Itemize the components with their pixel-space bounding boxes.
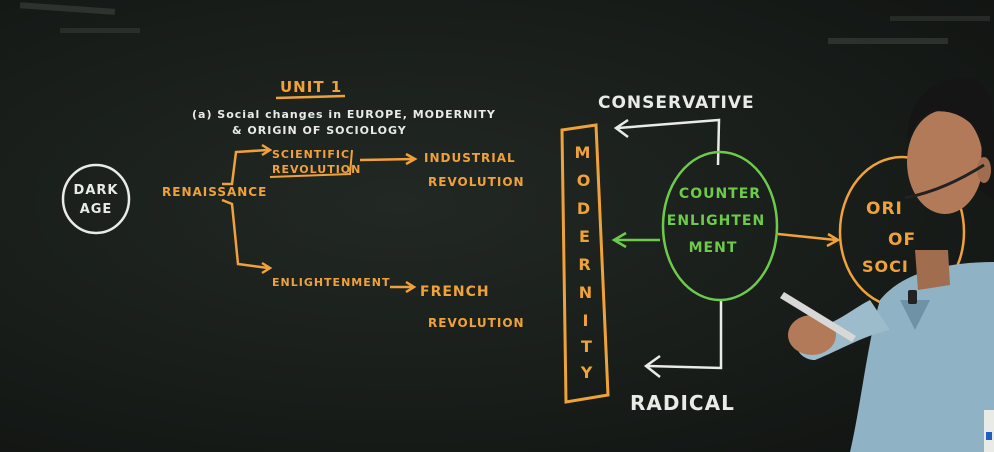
presenter	[780, 77, 994, 452]
modernity-letter-5: R	[578, 255, 591, 274]
modernity-letter-6: N	[579, 283, 593, 302]
dark-age-line1: DARK	[74, 183, 119, 198]
renaissance-branches	[221, 143, 273, 275]
scientific-line2: REVOLUTION	[272, 163, 361, 176]
origin-line2: OF	[888, 230, 916, 250]
light-reflections	[19, 2, 990, 44]
counter-line1: COUNTER	[679, 186, 761, 202]
counter-enlightenment-node: COUNTER ENLIGHTEN MENT	[661, 150, 779, 302]
arrow-to-origin	[777, 232, 841, 248]
enlightenment-label: ENLIGHTENMENT	[272, 276, 390, 289]
modernity-letter-8: T	[581, 337, 593, 356]
french-line1: FRENCH	[420, 284, 490, 300]
radical-label: RADICAL	[630, 391, 735, 415]
conservative-arrow	[613, 118, 721, 166]
subtitle-line1: (a) Social changes in EUROPE, MODERNITY	[192, 108, 496, 121]
modernity-letter-4: E	[579, 227, 591, 246]
scientific-line1: SCIENTIFIC	[272, 148, 350, 161]
counter-line3: MENT	[689, 240, 738, 256]
modernity-letter-1: M	[575, 143, 592, 162]
origin-line3: SOCI	[862, 257, 909, 276]
unit-heading: UNIT 1	[280, 78, 342, 96]
arrow-to-modernity	[611, 231, 660, 249]
conservative-label: CONSERVATIVE	[598, 93, 755, 113]
modernity-letter-2: O	[577, 171, 592, 190]
industrial-line1: INDUSTRIAL	[424, 151, 516, 165]
industrial-line2: REVOLUTION	[428, 175, 525, 189]
corner-badge	[984, 410, 994, 452]
modernity-box: M O D E R N I T Y	[560, 123, 610, 404]
modernity-letter-3: D	[577, 199, 591, 218]
dark-age-node: DARK AGE	[61, 163, 131, 235]
arrow-to-industrial	[359, 152, 418, 166]
french-line2: REVOLUTION	[428, 316, 525, 330]
modernity-letter-7: I	[583, 311, 590, 330]
dark-age-line2: AGE	[80, 202, 113, 217]
origin-line1: ORI	[866, 199, 903, 219]
subtitle-line2: & ORIGIN OF SOCIOLOGY	[232, 124, 407, 137]
arrow-to-french	[390, 280, 417, 294]
modernity-letter-9: Y	[580, 363, 594, 382]
counter-line2: ENLIGHTEN	[667, 213, 765, 229]
radical-arrow	[643, 300, 723, 378]
renaissance-label: RENAISSANCE	[162, 185, 267, 199]
